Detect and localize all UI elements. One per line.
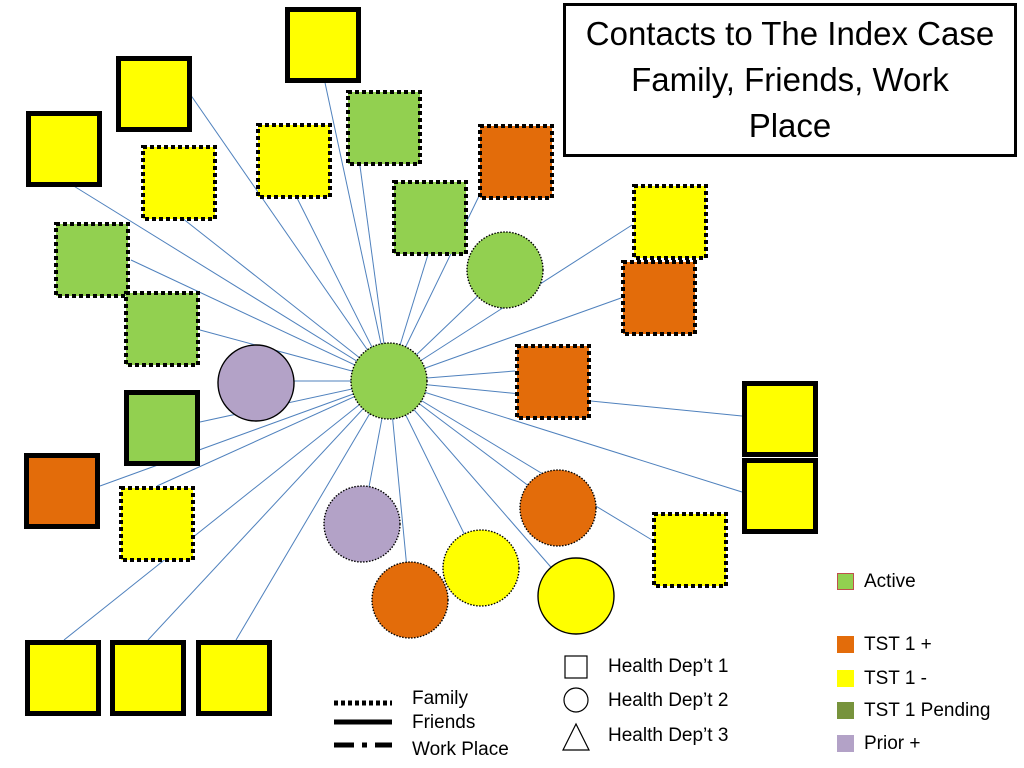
contact-node-tst-negative-square [116, 56, 192, 132]
contact-edge [323, 77, 390, 382]
title-line-1: Contacts to The Index Case [585, 15, 995, 52]
contact-node-tst-positive-square [478, 124, 554, 200]
legend-work-place-label: Work Place [412, 739, 509, 760]
legend-tst-positive-label: TST 1 + [864, 634, 932, 655]
contact-node-tst-positive-square [24, 453, 100, 529]
legend-health-dept-3-label: Health Dep’t 3 [608, 725, 729, 746]
contact-node-active-square [124, 291, 200, 367]
legend-tst-pending-label: TST 1 Pending [864, 700, 991, 721]
contact-node-tst-negative-circle [442, 529, 520, 607]
contact-node-tst-negative-square [141, 145, 217, 221]
circle-shape-sample [563, 687, 589, 713]
contact-edge [63, 179, 390, 382]
contact-edge [189, 93, 390, 382]
line-type-legend-samples [334, 700, 392, 748]
tst-pending-swatch [837, 702, 854, 719]
triangle-shape-sample [562, 722, 590, 751]
contact-node-tst-positive-circle [519, 469, 597, 547]
contact-node-active-circle [466, 231, 544, 309]
contact-node-tst-negative-square [285, 7, 361, 83]
contact-edge [388, 380, 653, 541]
tst-positive-swatch [837, 636, 854, 653]
contact-node-tst-negative-square [110, 640, 186, 716]
square-shape-sample [564, 655, 588, 679]
contact-node-tst-negative-square [25, 640, 101, 716]
contact-node-tst-negative-square [256, 123, 332, 199]
legend-prior-positive-label: Prior + [864, 733, 921, 754]
contact-node-prior-positive-circle [217, 344, 295, 422]
contact-node-tst-negative-square [119, 486, 195, 562]
contact-node-tst-positive-square [621, 260, 697, 336]
legend-health-dept-1-label: Health Dep’t 1 [608, 656, 729, 677]
contact-node-active-square [54, 222, 130, 298]
contact-node-tst-negative-square [196, 640, 272, 716]
active-swatch [837, 573, 854, 590]
tst-negative-swatch [837, 670, 854, 687]
contact-node-tst-negative-circle [537, 557, 615, 635]
contact-node-tst-positive-circle [371, 561, 449, 639]
contact-node-tst-negative-square [652, 512, 728, 588]
legend-family-label: Family [412, 688, 468, 709]
contact-node-tst-negative-square [742, 381, 818, 457]
legend-tst-negative-label: TST 1 - [864, 668, 927, 689]
legend-health-dept-2-label: Health Dep’t 2 [608, 690, 729, 711]
diagram-title: Contacts to The Index Case Family, Frien… [563, 3, 1017, 157]
contact-edge [63, 380, 390, 641]
contact-edge [388, 380, 743, 493]
contact-edge [99, 380, 390, 487]
legend-active-label: Active [864, 571, 916, 592]
contact-node-prior-positive-circle [323, 485, 401, 563]
contact-node-active-square [346, 90, 422, 166]
contact-node-active-square [124, 390, 200, 466]
contact-edge [130, 259, 390, 382]
contact-edge [388, 297, 622, 382]
title-line-2: Family, Friends, Work [631, 61, 949, 98]
title-line-3: Place [748, 107, 832, 144]
contact-node-tst-negative-square [26, 111, 102, 187]
contact-node-tst-positive-square [515, 344, 591, 420]
contact-node-active-square [392, 180, 468, 256]
contact-nodes [24, 7, 818, 716]
contact-node-tst-negative-square [632, 184, 708, 260]
contact-edge [388, 380, 577, 597]
contact-edge [176, 213, 390, 382]
prior-positive-swatch [837, 735, 854, 752]
shape-legend-samples [562, 655, 590, 751]
contact-node-tst-negative-square [742, 458, 818, 534]
index-case-node [350, 342, 428, 420]
contact-edge [156, 380, 390, 487]
contact-edge [147, 380, 390, 641]
legend-friends-label: Friends [412, 712, 476, 733]
contact-edge [235, 380, 390, 641]
